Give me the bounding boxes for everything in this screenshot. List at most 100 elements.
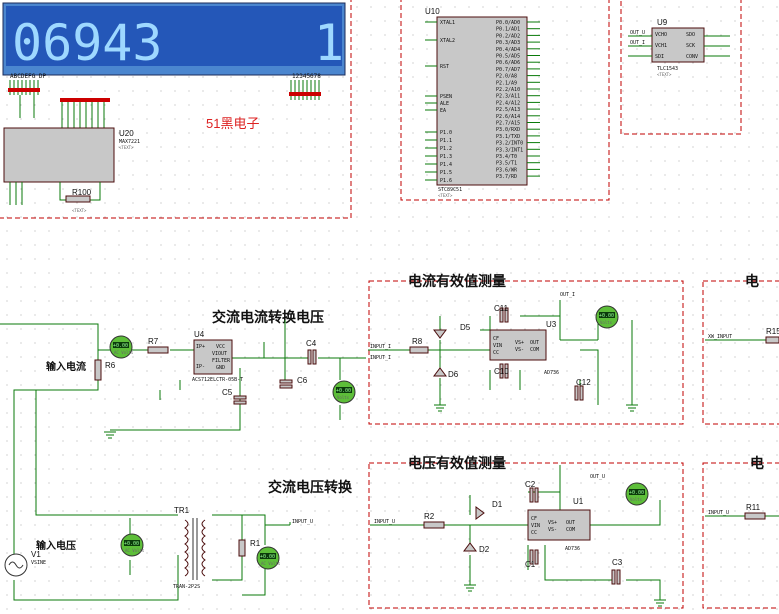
c11[interactable]: C11	[494, 304, 509, 323]
u10-left-pin-label: XTAL2	[440, 38, 455, 44]
r7[interactable]: R7	[147, 337, 169, 354]
c1-ref: C1	[525, 560, 536, 569]
u10-sub: STC89C51	[438, 187, 462, 193]
c4[interactable]: C4	[306, 339, 317, 365]
u1-sub: AD736	[565, 546, 580, 552]
u3-pin-cc: CC	[493, 350, 499, 356]
voltmeter-unit: Volts	[337, 395, 350, 400]
u20-text-tag: <TEXT>	[119, 145, 134, 150]
u10-ref: U10	[425, 7, 440, 16]
c1[interactable]: C1	[525, 549, 539, 569]
c12[interactable]: C12	[574, 378, 591, 401]
display-digits: 06943	[12, 14, 163, 72]
r100[interactable]: R100 <TEXT>	[65, 188, 92, 213]
r6[interactable]: R6	[94, 359, 116, 381]
seg-labels: ABCDEFG DP	[10, 73, 47, 80]
r15[interactable]: R15	[765, 327, 779, 344]
u10-right-pin-label: P2.5/A13	[496, 107, 520, 113]
seven-seg-display[interactable]: 06943 1 ABCDEFG DP 12345678	[2, 2, 346, 80]
current-rms-sheet-2	[702, 280, 779, 425]
u3-pin-vs-minus: VS-	[515, 347, 524, 353]
u9-ref: U9	[657, 18, 668, 27]
u9-net-out-i: OUT_I	[630, 40, 645, 46]
u10-right-pin-label: P0.2/AD2	[496, 33, 520, 39]
u3-ref: U3	[546, 320, 557, 329]
u1-pin-vs-minus: VS-	[548, 527, 557, 533]
tr1-sub: TRAN-2P2S	[173, 584, 200, 590]
r2[interactable]: R2	[423, 512, 445, 529]
r100-text-tag: <TEXT>	[72, 208, 87, 213]
c2[interactable]: C2	[525, 480, 539, 503]
display-bus-markers	[8, 88, 321, 102]
u4-pin-ip-minus: IP-	[196, 364, 205, 370]
u4-pin-ip-plus: IP+	[196, 344, 205, 350]
u20-sub: MAX7221	[119, 139, 140, 145]
v1-ref: V1	[31, 550, 41, 559]
r11[interactable]: R11	[744, 503, 766, 520]
u10-right-pin-label: P0.0/AD0	[496, 20, 520, 26]
v1-source[interactable]: V1 VSINE	[4, 550, 46, 577]
d5-ref: D5	[460, 323, 471, 332]
voltage-rms-sheet	[368, 462, 684, 609]
u10-text-tag: <TEXT>	[438, 193, 453, 198]
c12-ref: C12	[576, 378, 591, 387]
d2[interactable]: D2	[463, 542, 490, 554]
c6[interactable]: C6	[279, 376, 308, 389]
r1-ref: R1	[250, 539, 261, 548]
u3-ad736[interactable]: U3 CF VIN CC VS+ VS- OUT COM AD736	[489, 320, 559, 376]
c3[interactable]: C3	[611, 558, 623, 585]
u10-right-pin-label: P3.4/T0	[496, 154, 517, 160]
d5[interactable]: D5	[433, 323, 471, 339]
tr1-transformer[interactable]: TR1 TRAN-2P2S	[173, 506, 206, 590]
u4-pin-filter: FILTER	[212, 358, 231, 364]
u10-right-pin-label: P3.3/INT1	[496, 147, 523, 153]
u20-ref: U20	[119, 129, 134, 138]
c3-ref: C3	[612, 558, 623, 567]
u10-right-pin-label: P3.2/INT0	[496, 141, 523, 147]
u10-left-pin-label: P1.5	[440, 170, 452, 176]
u1-ref: U1	[573, 497, 584, 506]
d1[interactable]: D1	[475, 500, 503, 520]
c5-ref: C5	[222, 388, 233, 397]
display-pins	[9, 80, 320, 118]
r15-ref: R15	[766, 327, 779, 336]
title-ac-voltage-convert: 交流电压转换	[268, 479, 353, 496]
u10-right-pin-label: P0.4/AD4	[496, 47, 520, 53]
r2-ref: R2	[424, 512, 435, 521]
u1-pin-cf: CF	[531, 516, 537, 522]
u9-sub: TLC1543	[657, 66, 678, 72]
adc-sheet	[620, 0, 742, 135]
ground-symbols	[104, 404, 666, 607]
u10-right-pin-label: P3.1/TXD	[496, 134, 520, 140]
u4-pin-gnd: GND	[216, 365, 225, 371]
c6-ref: C6	[297, 376, 308, 385]
d6[interactable]: D6	[433, 367, 459, 379]
u10-right-pin-label: P3.5/T1	[496, 161, 517, 167]
voltage-input-wires	[13, 390, 291, 601]
r8[interactable]: R8	[409, 337, 429, 354]
u1-ad736[interactable]: U1 CF VIN CC VS+ VS- OUT COM AD736	[527, 497, 591, 552]
u9-adc[interactable]: U9 TLC1543 <TEXT>	[651, 18, 705, 77]
u10-mcu[interactable]: U10 STC89C51 <TEXT>	[425, 7, 528, 198]
net-input-u-top: INPUT_U	[292, 519, 313, 525]
u20-max7221[interactable]: U20 MAX7221 <TEXT>	[3, 127, 140, 183]
d2-ref: D2	[479, 545, 490, 554]
c10[interactable]: C10	[494, 363, 509, 379]
u4-acs712[interactable]: U4 ACS712ELCTR-05B-T IP+ IP- VCC VIOUT F…	[192, 330, 243, 383]
c5[interactable]: C5	[222, 388, 247, 405]
voltmeter-reading: +0.00	[599, 313, 614, 319]
net-out-i: OUT_I	[560, 292, 575, 298]
voltmeter-reading: +0.00	[113, 343, 128, 349]
current-rms-wires	[368, 300, 633, 405]
r1[interactable]: R1	[238, 539, 261, 557]
u10-left-pin-label: P1.6	[440, 178, 452, 184]
voltmeter-reading: +0.00	[124, 541, 139, 547]
